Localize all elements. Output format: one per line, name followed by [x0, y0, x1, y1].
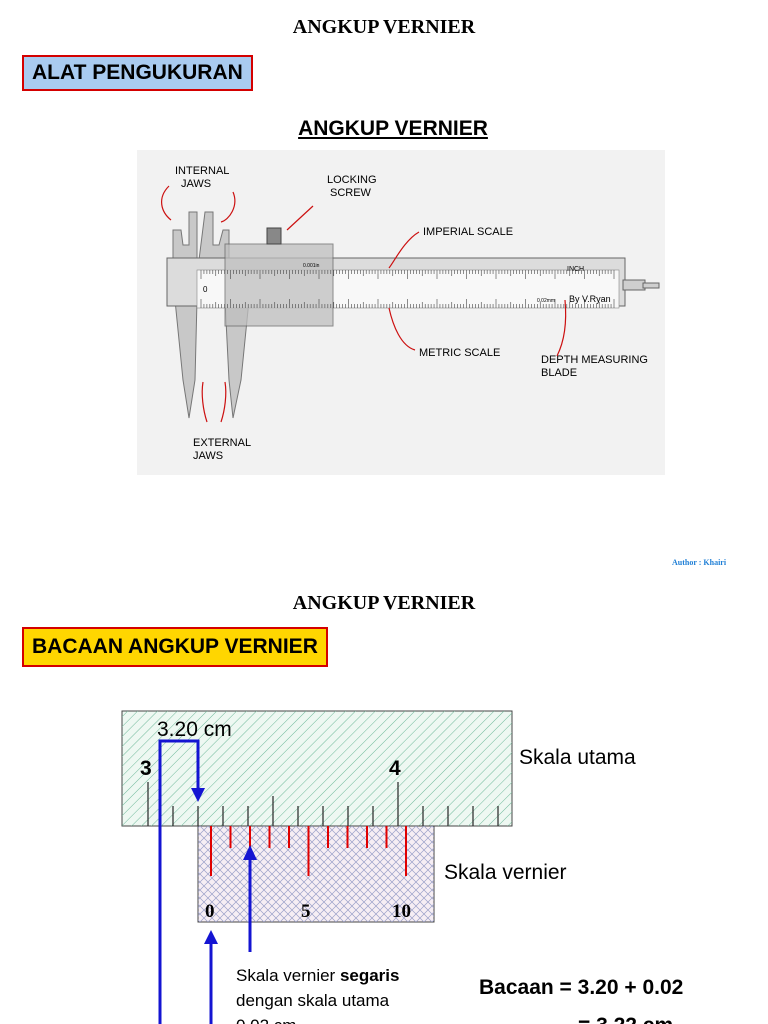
vernier-label-5: 5 — [301, 901, 311, 922]
page2-header-title: ANGKUP VERNIER — [292, 592, 476, 614]
label-depth-blade-2: BLADE — [541, 367, 577, 379]
section-label-alat-pengukuran: ALAT PENGUKURAN — [22, 55, 253, 91]
vernier-caliper-figure: 0 INCH By V.Ryan 0.001in 0.02mm INTERNAL… — [137, 150, 665, 475]
label-depth-blade-1: DEPTH MEASURING — [541, 354, 648, 366]
vernier-scale-label: Skala vernier — [444, 861, 567, 884]
main-scale-label: Skala utama — [519, 746, 636, 769]
label-external-jaws-2: JAWS — [193, 450, 223, 462]
label-locking-screw-1: LOCKING — [327, 174, 377, 186]
caliper-credit: By V.Ryan — [569, 294, 611, 304]
main-reading-label: 3.20 cm — [157, 718, 232, 741]
figure-title: ANGKUP VERNIER — [298, 117, 488, 140]
main-tick-label-4: 4 — [389, 757, 401, 780]
vernier-label-10: 10 — [392, 901, 411, 922]
caliper-zero: 0 — [203, 285, 208, 294]
vernier-reading-diagram: 3 4 3.20 cm 0 5 10 Skala utama Skala ver… — [121, 710, 683, 1024]
label-external-jaws-1: EXTERNAL — [193, 437, 251, 449]
label-locking-screw-2: SCREW — [330, 187, 372, 199]
vernier-label-0: 0 — [205, 901, 215, 922]
caliper-inch-label: INCH — [567, 266, 584, 273]
note-line-3: 0.02 cm — [236, 1016, 296, 1024]
label-metric-scale: METRIC SCALE — [419, 347, 500, 359]
label-internal-jaws-2: JAWS — [181, 178, 211, 190]
author-credit: Author : Khairi — [672, 558, 727, 567]
main-tick-label-3: 3 — [140, 757, 152, 780]
caliper-vernier-unit: 0.001in — [303, 263, 320, 269]
reading-line-2: = 3.22 cm — [578, 1014, 673, 1024]
caliper-metric-unit: 0.02mm — [537, 298, 555, 304]
reading-line-1: Bacaan = 3.20 + 0.02 — [479, 976, 683, 999]
section-label-bacaan: BACAAN ANGKUP VERNIER — [22, 627, 328, 667]
label-internal-jaws-1: INTERNAL — [175, 165, 229, 177]
label-imperial-scale: IMPERIAL SCALE — [423, 226, 513, 238]
page1-header-title: ANGKUP VERNIER — [292, 16, 476, 38]
note-line-2: dengan skala utama — [236, 991, 390, 1010]
note-line-1: Skala vernier segaris — [236, 966, 399, 985]
